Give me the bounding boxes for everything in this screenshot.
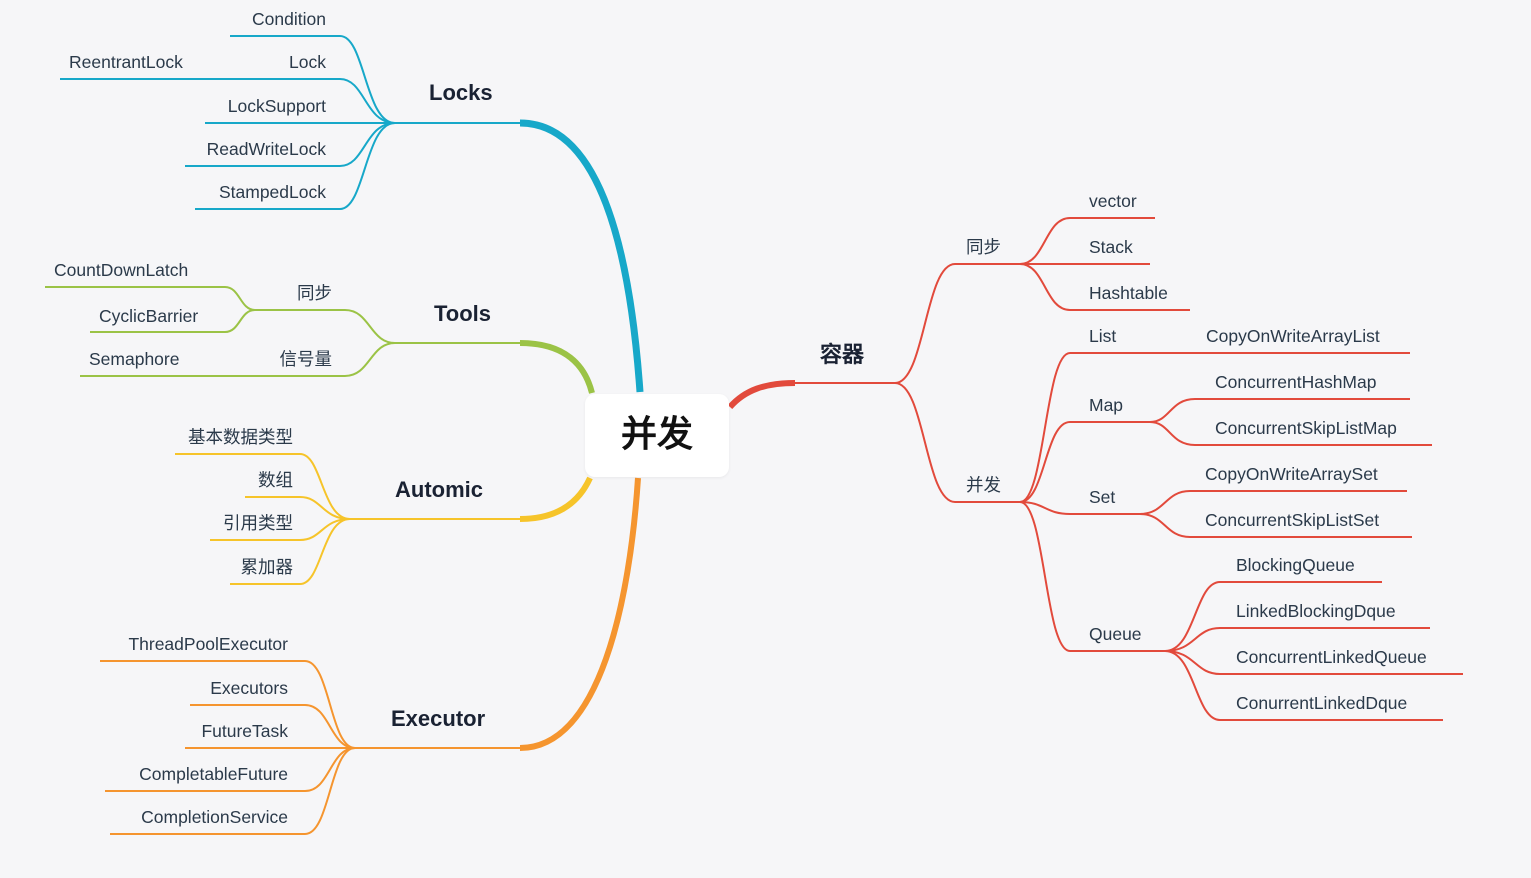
locks-links <box>60 35 520 210</box>
executor-item-threadpoolexecutor[interactable]: ThreadPoolExecutor <box>128 634 288 654</box>
executor-links <box>100 660 520 835</box>
container-list-label[interactable]: List <box>1089 326 1117 346</box>
container-set-label[interactable]: Set <box>1089 487 1116 507</box>
automic-item-references[interactable]: 引用类型 <box>223 513 293 533</box>
branch-automic[interactable]: Automic <box>395 477 483 502</box>
container-item-hashtable[interactable]: Hashtable <box>1089 283 1168 303</box>
tools-item-semaphore[interactable]: Semaphore <box>89 349 180 369</box>
tools-item-countdownlatch[interactable]: CountDownLatch <box>54 260 189 280</box>
branch-tools[interactable]: Tools <box>434 301 492 326</box>
container-item-vector[interactable]: vector <box>1089 191 1137 211</box>
container-item-copyonwritearrayset[interactable]: CopyOnWriteArraySet <box>1205 464 1378 484</box>
container-item-concurrentskiplistmap[interactable]: ConcurrentSkipListMap <box>1215 418 1397 438</box>
locks-item-lock[interactable]: Lock <box>289 52 326 72</box>
container-queue-label[interactable]: Queue <box>1089 624 1142 644</box>
root-title: 并发 <box>620 414 693 455</box>
container-item-concurrentlinkedqueue[interactable]: ConcurrentLinkedQueue <box>1236 647 1427 667</box>
tools-sync-label[interactable]: 同步 <box>297 283 332 303</box>
automic-links <box>175 453 520 585</box>
container-item-linkedblockingdque[interactable]: LinkedBlockingDque <box>1236 601 1396 621</box>
container-item-blockingqueue[interactable]: BlockingQueue <box>1236 555 1355 575</box>
tools-semaphore-label[interactable]: 信号量 <box>279 349 333 369</box>
root-node[interactable] <box>585 394 729 477</box>
locks-item-locksupport[interactable]: LockSupport <box>227 96 326 116</box>
container-item-stack[interactable]: Stack <box>1089 237 1133 257</box>
locks-item-stampedlock[interactable]: StampedLock <box>218 182 326 202</box>
container-item-conurrentlinkeddque[interactable]: ConurrentLinkedDque <box>1236 693 1408 713</box>
container-map-label[interactable]: Map <box>1089 395 1124 415</box>
automic-item-primitives[interactable]: 基本数据类型 <box>188 427 293 447</box>
branch-container[interactable]: 容器 <box>820 342 865 367</box>
branch-locks[interactable]: Locks <box>429 80 493 105</box>
executor-item-executors[interactable]: Executors <box>210 678 288 698</box>
locks-item-readwritelock[interactable]: ReadWriteLock <box>206 139 326 159</box>
container-concurrent-label[interactable]: 并发 <box>966 475 1001 495</box>
tools-trunk <box>519 340 595 394</box>
branch-executor[interactable]: Executor <box>391 706 486 731</box>
container-sync-label[interactable]: 同步 <box>966 237 1001 257</box>
locks-trunk <box>519 119 644 393</box>
executor-item-completablefuture[interactable]: CompletableFuture <box>139 764 288 784</box>
container-links <box>795 217 1463 721</box>
container-item-concurrenthashmap[interactable]: ConcurrentHashMap <box>1215 372 1377 392</box>
container-item-concurrentskiplistset[interactable]: ConcurrentSkipListSet <box>1205 510 1380 530</box>
automic-item-arrays[interactable]: 数组 <box>258 470 293 490</box>
tools-links <box>45 286 520 377</box>
automic-item-accumulators[interactable]: 累加器 <box>240 557 294 577</box>
container-item-copyonwritearraylist[interactable]: CopyOnWriteArrayList <box>1206 326 1380 346</box>
executor-trunk <box>519 477 641 751</box>
container-trunk <box>727 380 796 410</box>
executor-item-completionservice[interactable]: CompletionService <box>141 807 288 827</box>
automic-trunk <box>519 476 593 522</box>
locks-item-reentrantlock[interactable]: ReentrantLock <box>69 52 183 72</box>
executor-item-futuretask[interactable]: FutureTask <box>201 721 288 741</box>
locks-item-condition[interactable]: Condition <box>252 9 326 29</box>
tools-item-cyclicbarrier[interactable]: CyclicBarrier <box>99 306 199 326</box>
